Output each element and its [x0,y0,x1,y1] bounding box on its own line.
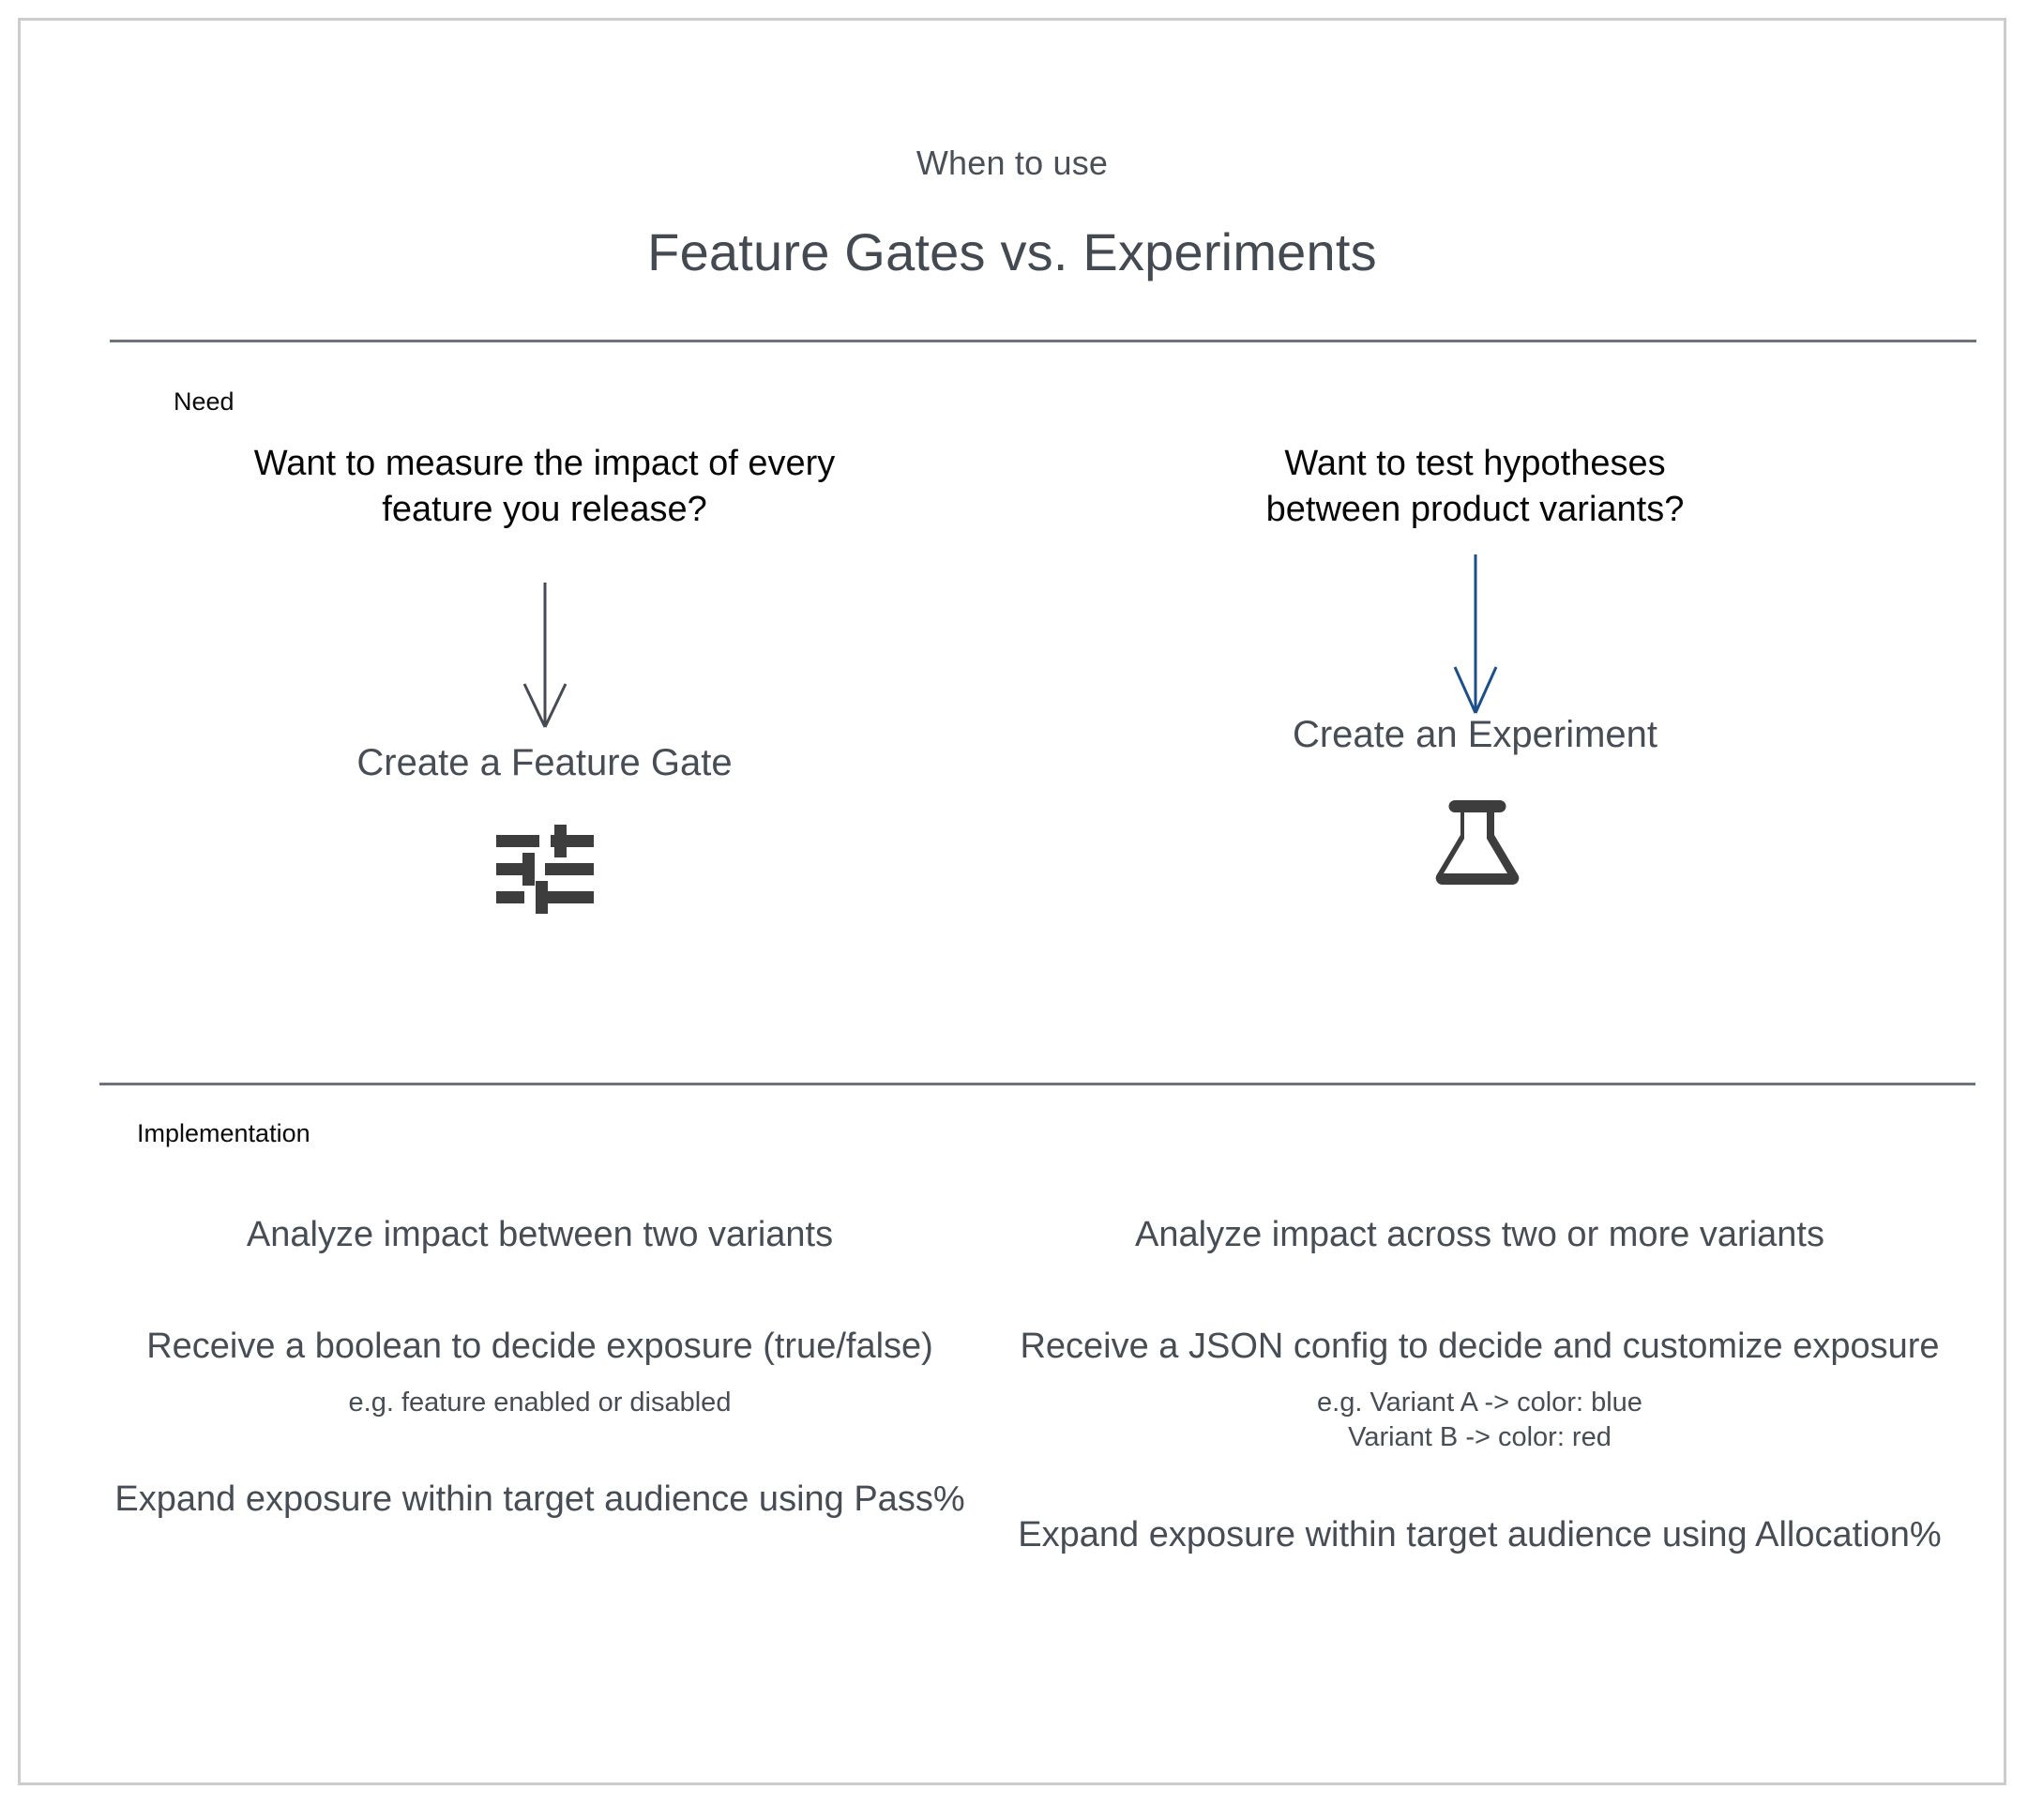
slide-canvas: When to use Feature Gates vs. Experiment… [18,18,2006,1785]
section-label-implementation: Implementation [137,1119,310,1147]
divider-implementation-section [99,1083,1975,1085]
feature-gate-icon-wrap [495,813,594,926]
impl-point-3-feature-gate: Expand exposure within target audience u… [114,1477,964,1523]
need-column-feature-gate: Want to measure the impact of every feat… [21,441,1012,926]
need-question-feature-gate: Want to measure the impact of every feat… [253,444,836,530]
impl-point-1-text: Analyze impact between two variants [246,1215,834,1254]
impl-point-2-example: e.g. feature enabled or disabled [348,1387,732,1418]
section-label-need: Need [174,387,235,416]
down-arrow-icon [1453,554,1497,714]
impl-point-2-text: Receive a boolean to decide exposure (tr… [146,1327,933,1367]
need-row: Want to measure the impact of every feat… [21,441,2004,926]
impl-point-3-text: Expand exposure within target audience u… [1018,1515,1942,1555]
impl-point-2-example-line-1: e.g. Variant A -> color: blue [1317,1387,1642,1418]
need-outcome-experiment: Create an Experiment [1292,713,1658,755]
impl-point-1-feature-gate: Analyze impact between two variants [247,1212,833,1258]
arrow-down-feature-gate-wrap [517,581,573,740]
impl-point-2-feature-gate: Receive a boolean to decide exposure (tr… [146,1324,933,1420]
need-outcome-feature-gate: Create a Feature Gate [356,741,733,783]
impl-point-2-example-line-2: Variant B -> color: red [1348,1422,1612,1453]
flask-icon [1435,799,1519,885]
impl-point-1-text: Analyze impact across two or more varian… [1135,1215,1824,1254]
need-question-experiment: Want to test hypotheses between product … [1265,444,1685,530]
experiment-icon-wrap [1430,785,1521,898]
slide-header: When to use Feature Gates vs. Experiment… [21,21,2004,283]
slide-eyebrow: When to use [916,144,1109,182]
impl-point-1-experiment: Analyze impact across two or more varian… [1135,1212,1824,1258]
implementation-column-feature-gate: Analyze impact between two variants Rece… [21,1212,1012,1559]
implementation-row: Analyze impact between two variants Rece… [21,1212,2004,1559]
arrow-down-experiment-wrap [1447,553,1504,714]
need-column-experiment: Want to test hypotheses between product … [1012,441,2004,926]
impl-point-3-text: Expand exposure within target audience u… [114,1479,965,1520]
page-title: Feature Gates vs. Experiments [647,222,1377,282]
divider-need-section [110,340,1976,342]
sliders-tune-icon [495,824,594,914]
down-arrow-icon [522,582,567,728]
impl-point-3-experiment: Expand exposure within target audience u… [1018,1512,1941,1558]
impl-point-2-experiment: Receive a JSON config to decide and cust… [1020,1324,1939,1456]
impl-point-2-text: Receive a JSON config to decide and cust… [1020,1327,1940,1367]
implementation-column-experiment: Analyze impact across two or more varian… [1012,1212,2004,1559]
